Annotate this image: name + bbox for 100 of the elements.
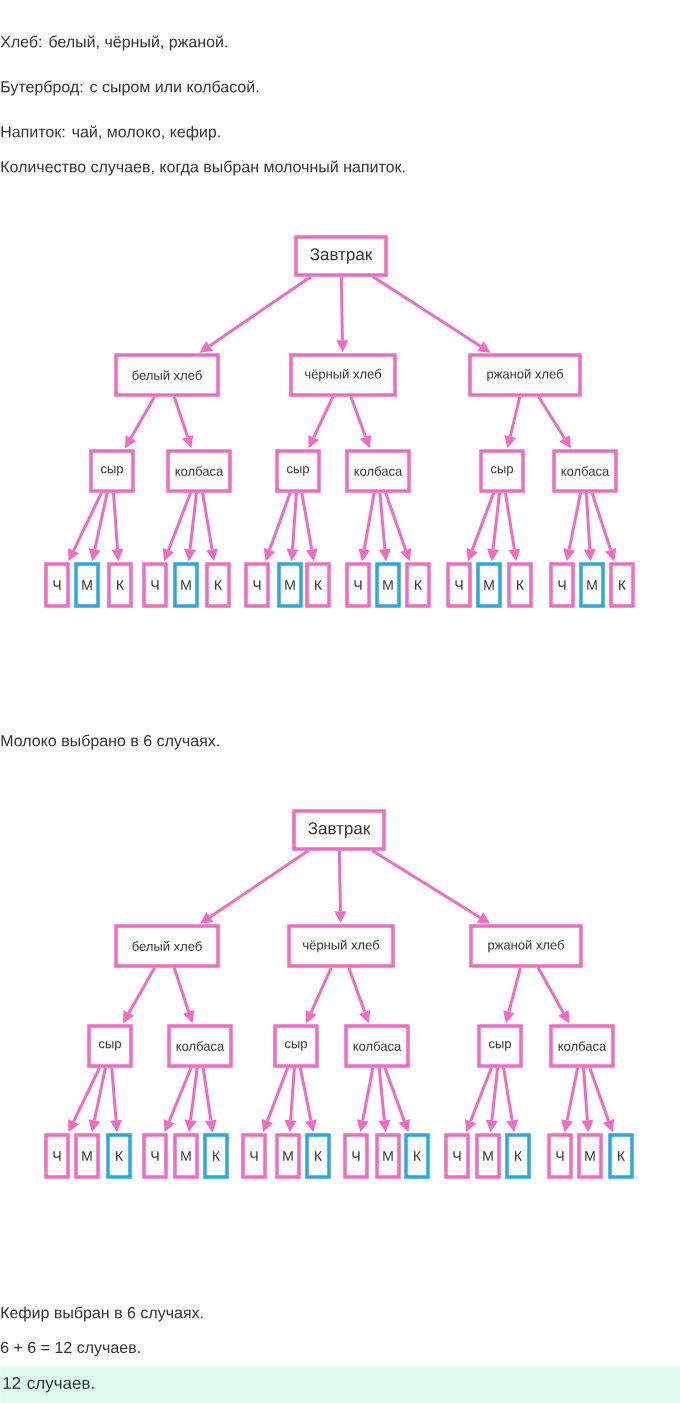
tree-box: ржаной хлеб [469,924,583,968]
arrow [466,492,496,562]
arrow [200,849,310,924]
arrow [583,492,596,562]
arrow [383,1067,410,1133]
tree-box: М [275,1133,301,1179]
tree-box: М [173,1133,199,1179]
arrow [378,492,391,562]
arrow [371,849,491,924]
arrow [377,1067,391,1133]
arrow [503,967,522,1024]
arrow [298,1067,317,1133]
arrow [263,492,292,562]
tree-box: сыр [273,1024,319,1068]
tree-box: сыр [89,449,135,493]
tree-box: Ч [142,562,168,608]
tree-box: К [305,562,331,608]
answer-band: 12 случаев. [0,1366,680,1403]
arrow [201,492,218,562]
arrow [581,1067,594,1133]
arrow [68,1067,101,1133]
arrow [110,1067,123,1133]
arrow [163,1067,193,1133]
tree-box: колбаса [345,449,411,493]
tree-box: сыр [479,449,525,493]
tree-box: К [205,562,231,608]
arrow [308,396,335,449]
arrow [336,276,349,353]
arrow [88,1067,107,1133]
tree-box: белый хлеб [114,353,220,397]
tree-box: Ч [44,1133,70,1179]
arrow [485,1067,500,1133]
arrow [261,1067,290,1133]
tree-box: Ч [142,1133,168,1179]
text-line: Напиток: чай, молоко, кефир. [1,125,220,141]
tree-box: Ч [44,562,70,608]
tree-box: Завтрак [292,809,386,851]
arrow [201,1067,217,1133]
arrow [372,275,491,353]
arrow [502,1067,519,1133]
arrow [334,850,347,924]
highlighted-box: М [173,562,199,608]
arrow [184,1067,199,1133]
tree-box: белый хлеб [114,924,220,968]
tree-box: колбаса [552,449,618,493]
arrow [172,967,195,1024]
tree-box: М [475,1133,501,1179]
text-line: Кефир выбран в 6 случаях. [1,1306,203,1322]
tree-box: Ч [444,1133,470,1179]
tree-box: чёрный хлеб [287,924,395,968]
highlighted-box: М [579,562,605,608]
arrow [358,492,376,562]
tree-box: чёрный хлеб [289,353,397,397]
tree-box: К [107,562,133,608]
arrow [347,967,371,1024]
tree-box: Ч [241,1133,267,1179]
arrow [563,492,583,562]
arrow [536,967,570,1024]
arrow [588,1067,615,1133]
arrow [487,492,501,562]
highlighted-box: М [74,562,100,608]
arrow [384,492,412,562]
arrow [305,967,333,1024]
highlighted-box: К [305,1133,331,1179]
tree-box: К [507,562,533,608]
arrow [122,967,156,1024]
tree-box: К [609,562,635,608]
highlighted-box: К [106,1133,132,1179]
tree-box: колбаса [549,1024,615,1068]
tree-box: колбаса [166,449,232,493]
text-line: Бутерброд: с сыром или колбасой. [1,80,259,96]
tree-box: Ч [244,562,270,608]
highlighted-box: М [476,562,502,608]
arrow [356,1067,375,1133]
highlighted-box: М [277,562,303,608]
arrow [465,1067,493,1133]
arrow [561,1067,580,1133]
tree-box: Ч [446,562,472,608]
arrow [503,492,521,562]
tree-box: М [577,1133,603,1179]
tree-box: К [405,562,431,608]
tree-box: колбаса [167,1024,233,1068]
arrow [199,275,312,353]
tree-box: Ч [549,562,575,608]
arrow [349,396,372,449]
highlighted-box: К [404,1133,430,1179]
arrow [162,492,192,562]
arrow [68,492,103,562]
arrow [88,492,109,562]
arrow [590,492,617,562]
arrow [111,492,124,562]
tree-box: колбаса [344,1024,410,1068]
tree-box: Ч [345,562,371,608]
highlighted-box: К [203,1133,229,1179]
highlighted-box: М [375,562,401,608]
arrow [124,396,156,449]
arrow [184,492,198,562]
text-line: Молоко выбрано в 6 случаях. [1,734,219,750]
tree-box: сыр [275,449,321,493]
arrow [537,395,571,449]
